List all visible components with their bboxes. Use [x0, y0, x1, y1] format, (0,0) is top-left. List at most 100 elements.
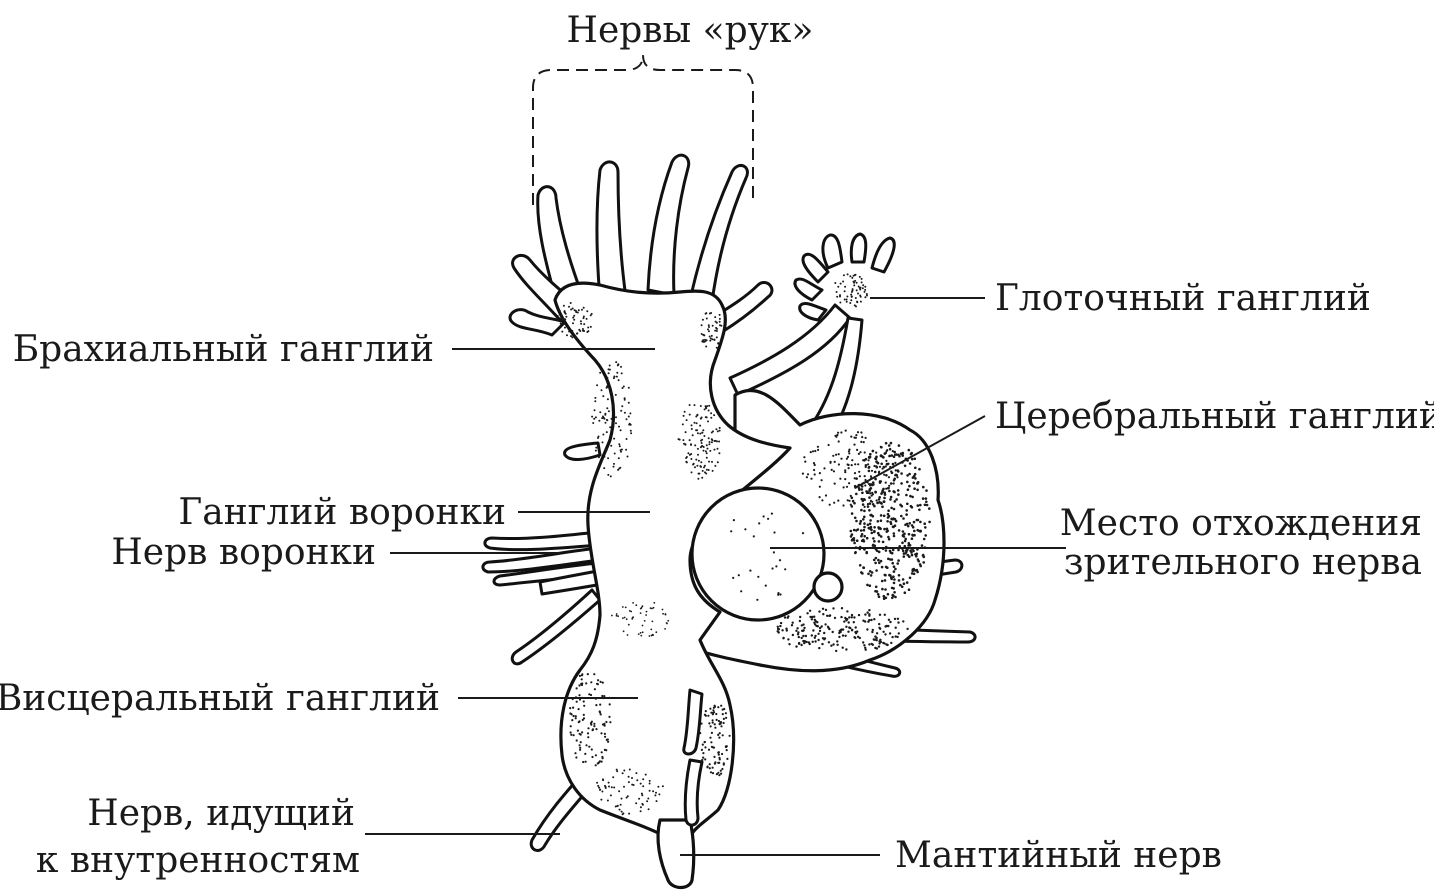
stipple-dot: [875, 452, 877, 454]
stipple-dot: [872, 544, 875, 547]
stipple-dot: [613, 463, 615, 465]
stipple-dot: [923, 522, 926, 525]
stipple-dot: [723, 718, 725, 720]
stipple-dot: [883, 497, 886, 500]
stipple-dot: [869, 488, 871, 490]
stipple-dot: [702, 339, 704, 341]
stipple-dot: [798, 636, 800, 638]
stipple-dot: [705, 715, 707, 717]
stipple-dot: [836, 291, 838, 293]
stipple-dot: [705, 406, 707, 408]
stipple-dot: [864, 289, 866, 291]
stipple-dot: [573, 715, 575, 717]
stipple-dot: [590, 326, 592, 328]
stipple-dot: [888, 444, 891, 447]
stipple-dot: [605, 787, 607, 789]
stipple-dot: [907, 554, 910, 557]
stipple-dot: [579, 747, 581, 749]
stipple-dot: [868, 466, 870, 468]
stipple-dot: [848, 450, 850, 452]
stipple-dot: [859, 451, 861, 453]
stipple-dot: [894, 518, 897, 521]
stipple-dot: [842, 281, 844, 283]
stipple-dot: [714, 761, 716, 763]
stipple-dot: [863, 516, 866, 519]
stipple-dot: [838, 636, 840, 638]
stipple-dot: [573, 315, 575, 317]
stipple-dot: [571, 330, 573, 332]
stipple-dot: [905, 509, 908, 512]
stipple-dot: [904, 465, 907, 468]
stipple-dot: [585, 682, 587, 684]
stipple-dot: [601, 761, 603, 763]
stipple-dot: [802, 532, 804, 534]
stipple-dot: [878, 540, 881, 543]
stipple-dot: [710, 712, 712, 714]
stipple-dot: [802, 635, 804, 637]
stipple-dot: [708, 443, 710, 445]
stipple-dot: [821, 499, 823, 501]
stipple-dot: [814, 473, 816, 475]
stipple-dot: [582, 328, 584, 330]
stipple-dot: [606, 385, 608, 387]
stipple-dot: [641, 794, 643, 796]
stipple-dot: [704, 471, 706, 473]
stipple-dot: [631, 784, 633, 786]
stipple-dot: [847, 499, 849, 501]
stipple-dot: [914, 467, 917, 470]
stipple-dot: [809, 616, 811, 618]
stipple-dot: [918, 509, 921, 512]
stipple-dot: [871, 532, 874, 535]
stipple-dot: [604, 785, 606, 787]
stipple-dot: [861, 281, 863, 283]
stipple-dot: [712, 767, 714, 769]
stipple-dot: [718, 720, 720, 722]
stipple-dot: [587, 732, 589, 734]
stipple-dot: [602, 434, 604, 436]
stipple-dot: [620, 429, 622, 431]
stipple-dot: [908, 522, 911, 525]
stipple-dot: [853, 542, 856, 545]
stipple-dot: [893, 565, 896, 568]
stipple-dot: [574, 752, 576, 754]
stipple-dot: [885, 474, 888, 477]
stipple-dot: [856, 449, 858, 451]
stipple-dot: [868, 456, 870, 458]
stipple-dot: [623, 770, 625, 772]
stipple-dot: [837, 432, 839, 434]
stipple-dot: [597, 679, 599, 681]
stipple-dot: [615, 416, 617, 418]
stipple-dot: [913, 521, 916, 524]
stipple-dot: [595, 728, 597, 730]
stipple-dot: [590, 694, 592, 696]
stipple-dot: [604, 749, 606, 751]
stipple-dot: [881, 566, 884, 569]
stipple-dot: [593, 723, 595, 725]
stipple-dot: [784, 568, 786, 570]
stipple-dot: [874, 491, 877, 494]
stipple-dot: [908, 588, 911, 591]
stipple-dot: [635, 802, 637, 804]
stipple-dot: [667, 620, 669, 622]
stipple-dot: [711, 335, 713, 337]
stipple-dot: [886, 530, 889, 533]
stipple-dot: [890, 482, 893, 485]
stipple-dot: [609, 365, 611, 367]
stipple-dot: [901, 542, 904, 545]
stipple-dot: [612, 776, 614, 778]
stipple-dot: [749, 570, 751, 572]
stipple-dot: [623, 630, 625, 632]
stipple-dot: [836, 644, 838, 646]
stipple-dot: [842, 647, 844, 649]
stipple-dot: [608, 782, 610, 784]
stipple-dot: [564, 327, 566, 329]
stipple-dot: [864, 291, 866, 293]
stipple-dot: [864, 286, 866, 288]
stipple-dot: [889, 498, 892, 501]
stipple-dot: [880, 492, 883, 495]
stipple-dot: [856, 539, 859, 542]
stipple-dot: [733, 519, 735, 521]
stipple-dot: [575, 756, 577, 758]
stipple-dot: [905, 513, 908, 516]
stipple-dot: [885, 566, 888, 569]
